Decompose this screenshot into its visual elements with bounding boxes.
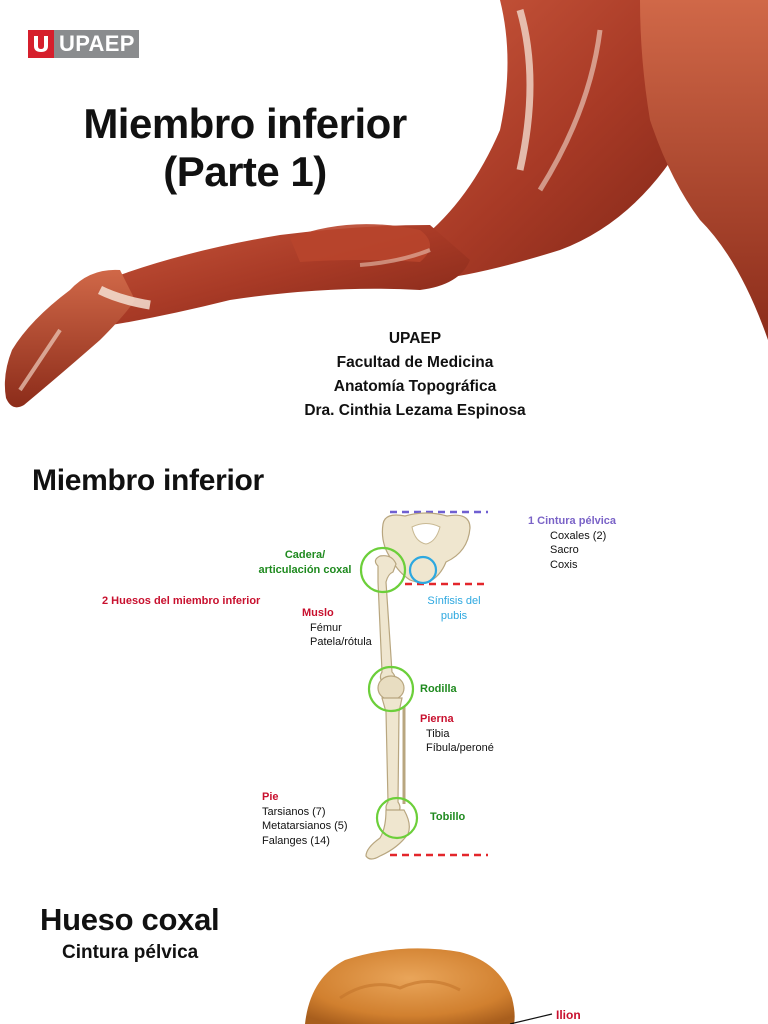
thigh-item: Patela/rótula: [310, 636, 372, 648]
leg-item: Tibia: [426, 727, 450, 740]
leg-heading: Pierna: [420, 713, 454, 725]
pelvic-item: Coxis: [550, 558, 578, 571]
foot-item: Metatarsianos (5): [262, 820, 348, 832]
pelvic-girdle-heading: 1 Cintura pélvica: [528, 515, 617, 527]
credits-block: UPAEP Facultad de Medicina Anatomía Topo…: [270, 327, 560, 423]
slide-subtitle: Cintura pélvica: [62, 942, 199, 963]
u-shield-icon: [34, 36, 48, 52]
upaep-logo-mark: [28, 30, 54, 58]
credit-line: Facultad de Medicina: [336, 354, 494, 371]
presentation-title: Miembro inferior (Parte 1): [40, 100, 450, 196]
leg-item: Fíbula/peroné: [426, 742, 494, 754]
credit-line: UPAEP: [388, 330, 442, 347]
ankle-label: Tobillo: [430, 811, 466, 823]
pubic-symphysis-line-1: Sínfisis del: [427, 595, 481, 607]
hip-joint-line-2: articulación coxal: [258, 563, 352, 576]
upaep-logo: UPAEP: [28, 30, 139, 58]
foot-item: Tarsianos (7): [262, 805, 326, 818]
hip-bone-illustration: [305, 948, 553, 1024]
foot-label: Pie Tarsianos (7) Metatarsianos (5) Fala…: [262, 790, 348, 848]
credit-line: Dra. Cinthia Lezama Espinosa: [304, 402, 526, 419]
upaep-logo-text: UPAEP: [54, 30, 139, 58]
ilium-label: Ilion: [556, 1008, 581, 1022]
pubic-symphysis-line-2: pubis: [440, 609, 468, 622]
foot-item: Falanges (14): [262, 834, 330, 847]
thigh-heading: Muslo: [302, 607, 334, 619]
pelvic-girdle-label: 1 Cintura pélvica Coxales (2) Sacro Coxi…: [528, 514, 616, 572]
thigh-label: Muslo Fémur Patela/rótula: [302, 606, 372, 650]
slide-title: Hueso coxal: [40, 902, 220, 937]
pelvic-item: Sacro: [550, 544, 579, 556]
slide-title: Miembro inferior: [32, 464, 264, 497]
thigh-item: Fémur: [310, 621, 342, 634]
title-line-1: Miembro inferior: [83, 100, 407, 147]
pubic-symphysis-label: Sínfisis del pubis: [418, 594, 490, 623]
slide-title: UPAEP Miembro inferior (Parte 1) UPAEP F…: [0, 0, 768, 432]
hip-joint-line-1: Cadera/: [284, 549, 326, 561]
credit-line: Anatomía Topográfica: [333, 378, 497, 395]
pelvic-item: Coxales (2): [550, 529, 607, 542]
lower-limb-skeleton-illustration: [359, 510, 488, 860]
slide-lower-limb-overview: Miembro inferior 1 Cintura pélvica Coxal…: [0, 432, 768, 878]
slide-hip-bone: Hueso coxal Cintura pélvica Ilion: [0, 878, 768, 1024]
leg-label: Pierna Tibia Fíbula/peroné: [420, 712, 494, 756]
leg-muscles-illustration: [4, 0, 768, 408]
knee-label: Rodilla: [420, 683, 457, 695]
hip-joint-label: Cadera/ articulación coxal: [250, 548, 360, 577]
lower-limb-bones-heading: 2 Huesos del miembro inferior: [102, 595, 261, 607]
title-line-2: (Parte 1): [163, 148, 327, 195]
foot-heading: Pie: [262, 791, 279, 803]
